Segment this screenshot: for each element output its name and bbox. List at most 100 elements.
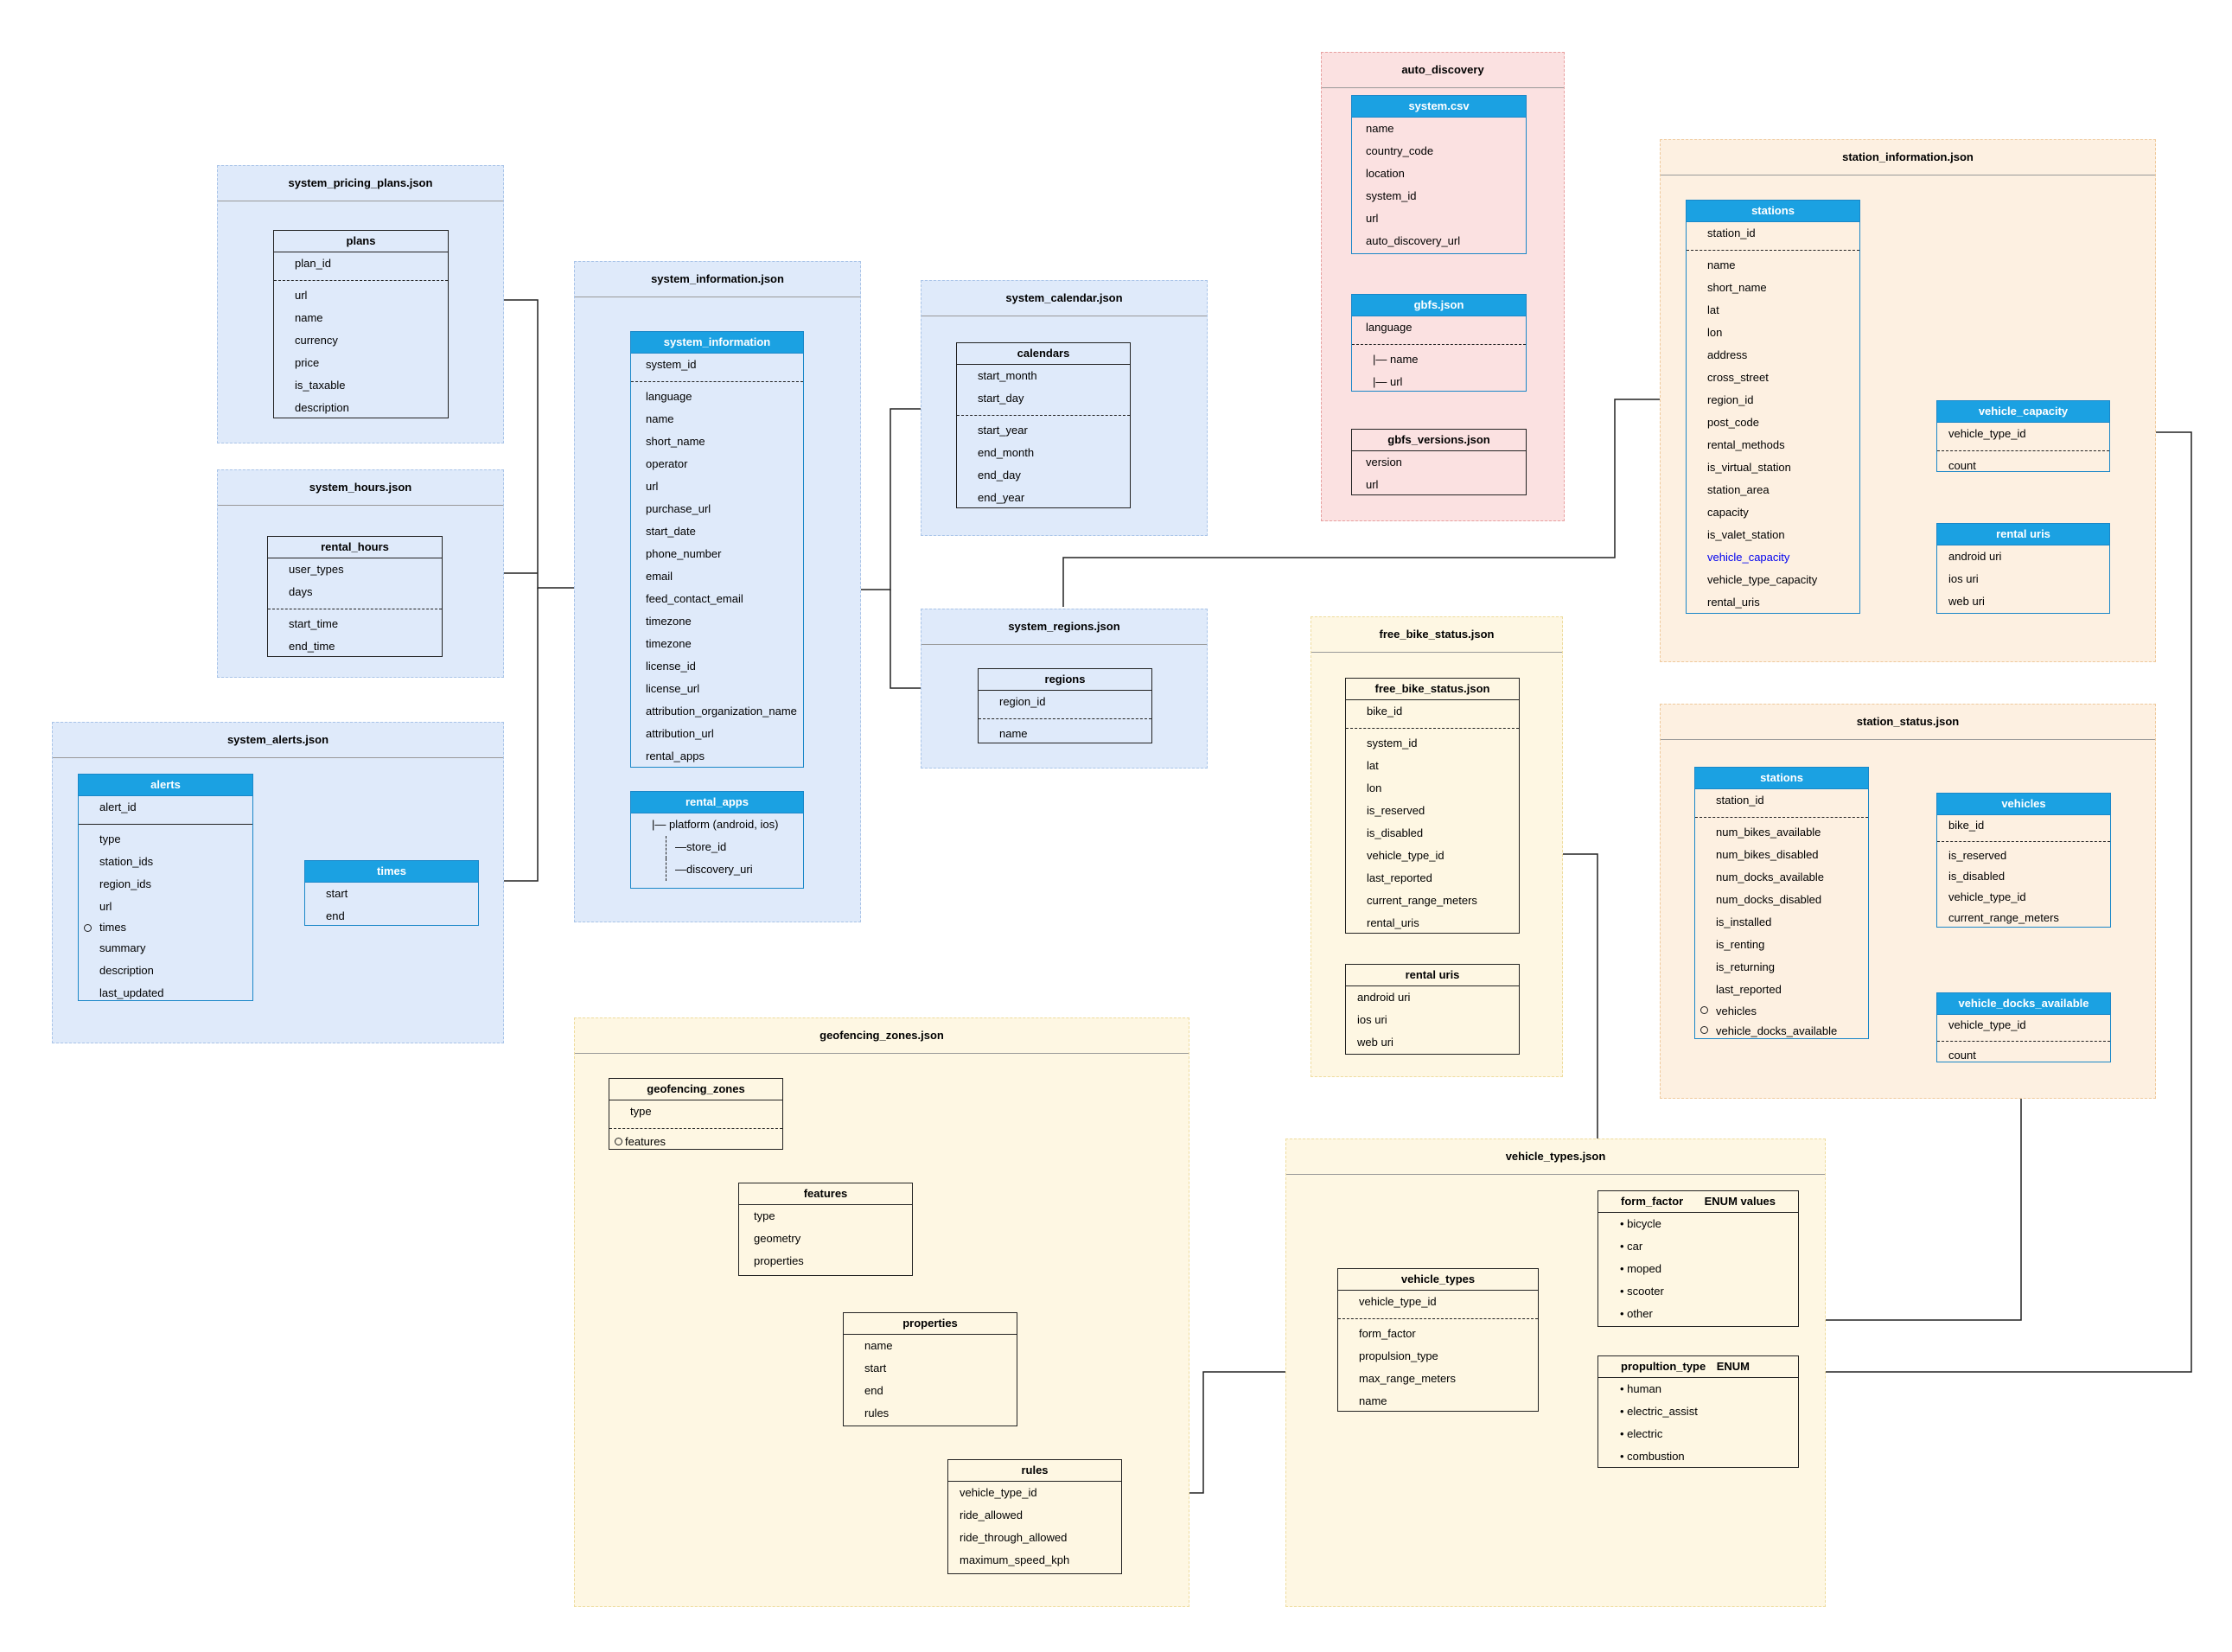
field-link[interactable]: vehicle_capacity <box>1707 551 1790 564</box>
field-vehicle-docks: vehicle_docks_available <box>1695 1021 1868 1041</box>
entity-rental-uris[interactable]: rental uris android uri ios uri web uri <box>1936 523 2110 614</box>
field: name <box>1359 1394 1387 1407</box>
entity-times[interactable]: times start end <box>304 860 479 926</box>
field: android uri <box>1357 991 1411 1004</box>
entity-regions[interactable]: regions region_id name <box>978 668 1152 743</box>
field: |— url <box>1373 375 1403 388</box>
group-title: system_regions.json <box>921 609 1207 645</box>
group-title: vehicle_types.json <box>1286 1139 1825 1175</box>
field: vehicle_type_id <box>960 1486 1037 1499</box>
key-field: start_month <box>978 369 1037 382</box>
field: vehicle_type_id <box>1948 890 2026 903</box>
entity-rental-apps[interactable]: rental_apps |— platform (android, ios) —… <box>630 791 804 889</box>
field: url <box>1366 478 1379 491</box>
field: description <box>295 401 349 414</box>
entity-fbs-rental-uris[interactable]: rental uris android uri ios uri web uri <box>1345 964 1520 1055</box>
entity-gbfs-versions[interactable]: gbfs_versions.json version url <box>1351 429 1527 495</box>
field: start_time <box>289 617 339 630</box>
link-regions-to-stations <box>1062 399 1686 607</box>
bullet-glyph: • <box>1620 1262 1628 1275</box>
entity-vehicle-types[interactable]: vehicle_types vehicle_type_id form_facto… <box>1337 1268 1539 1412</box>
key-separator <box>1687 250 1859 251</box>
field: attribution_url <box>646 727 714 740</box>
entity-title: vehicle_capacity <box>1937 401 2109 423</box>
enum-propulsion-type[interactable]: propultion_type ENUM • human • electric_… <box>1597 1355 1799 1468</box>
entity-ss-stations[interactable]: stations station_id num_bikes_available … <box>1694 767 1869 1039</box>
circle-icon <box>84 924 92 932</box>
entity-vehicle-capacity[interactable]: vehicle_capacity vehicle_type_id count <box>1936 400 2110 472</box>
key-field: vehicle_type_id <box>1948 427 2026 440</box>
enum-label: electric_assist <box>1627 1405 1698 1418</box>
entity-title: gbfs_versions.json <box>1352 430 1526 451</box>
field: —discovery_uri <box>666 858 803 881</box>
field: web uri <box>1948 595 1985 608</box>
field: country_code <box>1366 144 1434 157</box>
field: operator <box>646 457 688 470</box>
entity-title: times <box>305 861 478 883</box>
entity-system-information[interactable]: system_information system_id language na… <box>630 331 804 768</box>
link-alerts-to-info <box>504 588 539 882</box>
key-separator <box>1937 1041 2110 1042</box>
field: rental_apps <box>646 749 705 762</box>
field: name <box>1707 258 1736 271</box>
group-system-hours: system_hours.json <box>217 469 504 678</box>
bullet-glyph: • <box>1620 1450 1628 1463</box>
enum-form-factor[interactable]: form_factor ENUM values bicycle • car • … <box>1597 1190 1799 1327</box>
field: type <box>754 1209 775 1222</box>
entity-alerts[interactable]: alerts alert_id type station_ids region_… <box>78 774 253 1001</box>
field: license_id <box>646 660 696 673</box>
key-separator <box>979 718 1151 719</box>
entity-rules[interactable]: rules vehicle_type_id ride_allowed ride_… <box>947 1459 1122 1574</box>
entity-title: rental_apps <box>631 792 803 813</box>
field: lon <box>1707 326 1723 339</box>
bullet-glyph: • <box>1620 1382 1628 1395</box>
entity-title: properties <box>844 1313 1017 1335</box>
field: current_range_meters <box>1948 911 2059 924</box>
entity-title: system_information <box>631 332 803 354</box>
key-separator <box>1338 1318 1538 1319</box>
field: end_time <box>289 640 335 653</box>
field: end <box>326 909 345 922</box>
entity-stations[interactable]: stations station_id name short_name lat … <box>1686 200 1860 614</box>
entity-rental-hours[interactable]: rental_hours user_types days start_time … <box>267 536 443 657</box>
entity-vehicles[interactable]: vehicles bike_id is_reserved is_disabled… <box>1936 793 2111 928</box>
enum-label: moped <box>1627 1262 1661 1275</box>
bullet-glyph: • <box>1620 1427 1628 1440</box>
field: is_reserved <box>1367 804 1425 817</box>
field: ios uri <box>1357 1013 1387 1026</box>
enum-label: car <box>1627 1240 1643 1253</box>
field: region_id <box>1707 393 1754 406</box>
entity-plans[interactable]: plans plan_id url name currency price is… <box>273 230 449 418</box>
field: post_code <box>1707 416 1759 429</box>
field-vehicles: vehicles <box>1695 1001 1868 1021</box>
entity-title: gbfs.json <box>1352 295 1526 316</box>
key-field: type <box>630 1105 652 1118</box>
entity-system-csv[interactable]: system.csv name country_code location sy… <box>1351 95 1527 254</box>
enum-value: • electric <box>1598 1423 1798 1445</box>
entity-free-bike-status[interactable]: free_bike_status.json bike_id system_id … <box>1345 678 1520 934</box>
entity-gbfs-json[interactable]: gbfs.json language |— name |— url <box>1351 294 1527 392</box>
entity-title: plans <box>274 231 448 252</box>
entity-title: rental uris <box>1937 524 2109 545</box>
circle-icon <box>1700 1026 1708 1034</box>
key-field: vehicle_type_id <box>1359 1295 1437 1308</box>
enum-header: form_factor ENUM values <box>1598 1191 1798 1213</box>
entity-title: alerts <box>79 775 252 796</box>
field: auto_discovery_url <box>1366 234 1461 247</box>
entity-geofencing-zones[interactable]: geofencing_zones type features <box>609 1078 783 1150</box>
entity-vehicle-docks-available[interactable]: vehicle_docks_available vehicle_type_id … <box>1936 992 2111 1062</box>
key-separator <box>1937 841 2110 842</box>
circle-icon <box>615 1138 622 1145</box>
entity-title: stations <box>1695 768 1868 789</box>
key-field: user_types <box>289 563 344 576</box>
group-title: free_bike_status.json <box>1311 617 1562 653</box>
entity-features[interactable]: features type geometry properties <box>738 1183 913 1276</box>
group-title: geofencing_zones.json <box>575 1018 1189 1054</box>
field: type <box>99 832 121 845</box>
entity-properties[interactable]: properties name start end rules <box>843 1312 1017 1426</box>
entity-title: geofencing_zones <box>609 1079 782 1100</box>
field: station_area <box>1707 483 1770 496</box>
entity-calendars[interactable]: calendars start_month start_day start_ye… <box>956 342 1131 508</box>
enum-label: scooter <box>1627 1285 1664 1298</box>
